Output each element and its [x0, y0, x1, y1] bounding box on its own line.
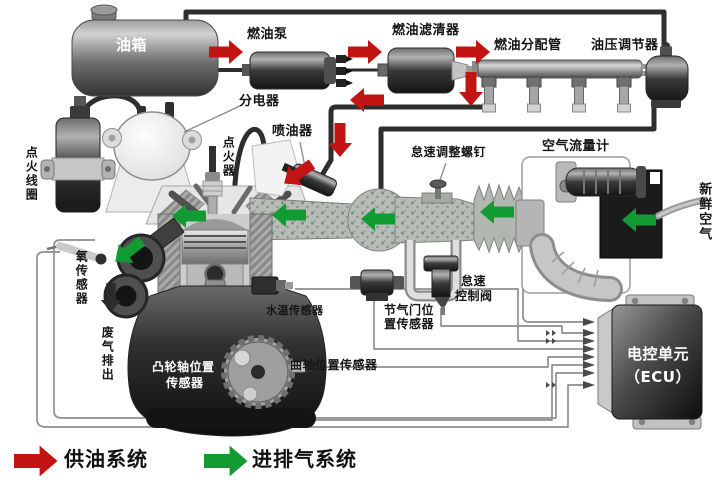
- oxygen-sensor-probe: [46, 242, 107, 265]
- injector-stubs: [481, 76, 632, 113]
- fresh-air-label: 新鲜空气: [696, 182, 712, 242]
- fuel-pump: [242, 51, 353, 90]
- wire-crank-sensor: [303, 356, 583, 368]
- fuel-arrow-tank-to-pump: [209, 40, 243, 64]
- ecu-unit: [597, 294, 703, 430]
- wire-oxygen-loop: [36, 251, 583, 428]
- idle-control-valve: [423, 255, 459, 315]
- wire-throttle-sensor: [373, 300, 583, 350]
- fuel-rail-label: 燃油分配管: [494, 38, 562, 53]
- spark-plug-cable: [231, 126, 267, 213]
- vacuum-pipe: [378, 100, 657, 198]
- idle-screw-pointer-line: [439, 162, 447, 181]
- idle-adjust-screw: [429, 179, 447, 199]
- water-temp-sensor: [251, 276, 293, 295]
- camshaft-sensor-label-line1: 凸轮轴位置: [152, 360, 215, 374]
- crankshaft-sensor-label: 曲轴位置传感器: [290, 358, 378, 372]
- exhaust-manifold: [103, 217, 185, 319]
- air-flow-meter-label: 空气流量计: [542, 139, 610, 154]
- intake-elbow-duct: [529, 233, 623, 302]
- fuel-return-pipe: [183, 9, 667, 52]
- throttle-sensor-label-line1: 节气门位: [384, 303, 435, 317]
- intake-arrow-bellows: [480, 200, 514, 224]
- intake-arrow-runner: [272, 203, 306, 227]
- wire-airflow-meter: [522, 242, 583, 323]
- ecu-label-line1: 电控单元: [626, 345, 689, 363]
- legend-fuel-arrow: [14, 445, 58, 477]
- idle-screw-label: 怠速调整螺钉: [411, 145, 487, 159]
- ecu-input-arrowheads: [546, 318, 595, 389]
- exhaust-arrow-green: [115, 236, 146, 263]
- fuel-rail: [472, 59, 643, 113]
- wire-idle-valve: [440, 308, 583, 334]
- wire-exhaust-loop: [53, 239, 583, 419]
- fuel-pump-label: 燃油泵: [247, 27, 288, 42]
- coil-to-distributor-cable: [79, 93, 143, 121]
- camshaft-sensor-label-line2: 传感器: [166, 376, 204, 390]
- water-temp-sensor-label: 水温传感器: [266, 304, 324, 317]
- fresh-air-duct: [654, 196, 708, 220]
- exhaust-out-arrow: [100, 283, 122, 312]
- distributor-pointer-line: [183, 105, 241, 133]
- crankshaft-position-sensor: [289, 361, 313, 373]
- legend-fuel-system-label: 供油系统: [64, 447, 148, 471]
- distributor-label: 分电器: [239, 94, 280, 109]
- fuel-filter: [377, 47, 476, 94]
- fuel-arrow-filter-to-rail: [456, 40, 490, 64]
- legend-intake-exhaust-label: 进排气系统: [252, 447, 357, 471]
- injector-label: 喷油器: [272, 124, 313, 139]
- fuel-arrow-down-from-rail: [459, 72, 483, 106]
- fuel-arrow-down-supply: [328, 123, 352, 157]
- fuel-filter-label: 燃油滤清器: [392, 23, 460, 38]
- exhaust-out-label: 废气排出: [100, 326, 115, 382]
- intake-arrow-air-cleaner: [622, 208, 656, 232]
- throttle-sensor-label-line2: 置传感器: [384, 317, 435, 331]
- fuel-tank-label: 油箱: [116, 36, 148, 54]
- ecu-label-line2: （ECU）: [625, 368, 691, 386]
- wire-cam-sensor: [258, 364, 583, 421]
- oxygen-sensor-label: 氧传感器: [74, 250, 89, 306]
- fuel-arrow-into-injector: [284, 159, 316, 186]
- igniter-label: 点火器: [221, 136, 236, 178]
- idle-valve-label-line2: 控制阀: [455, 289, 493, 303]
- ignition-coil: [40, 96, 116, 213]
- air-flow-meter-body: [555, 161, 646, 203]
- throttle-position-sensor: [350, 269, 404, 301]
- pressure-regulator-label: 油压调节器: [591, 38, 659, 53]
- fuel-arrow-pump-to-filter: [348, 40, 382, 64]
- intake-arrow-plenum: [361, 207, 395, 231]
- fuel-arrow-return-left: [350, 88, 384, 112]
- intake-flow-arrows: [115, 200, 656, 263]
- pressure-regulator: [642, 42, 689, 108]
- ignition-coil-label: 点火线圈: [24, 146, 39, 202]
- idle-valve-label-line1: 怠速: [461, 274, 487, 288]
- fuel-tank: [71, 4, 219, 97]
- legend-intake-arrow: [204, 445, 248, 477]
- injector-supply-pipe: [315, 104, 489, 184]
- fuel-flow-arrows: [209, 40, 490, 186]
- intake-arrow-head-left: [172, 204, 206, 228]
